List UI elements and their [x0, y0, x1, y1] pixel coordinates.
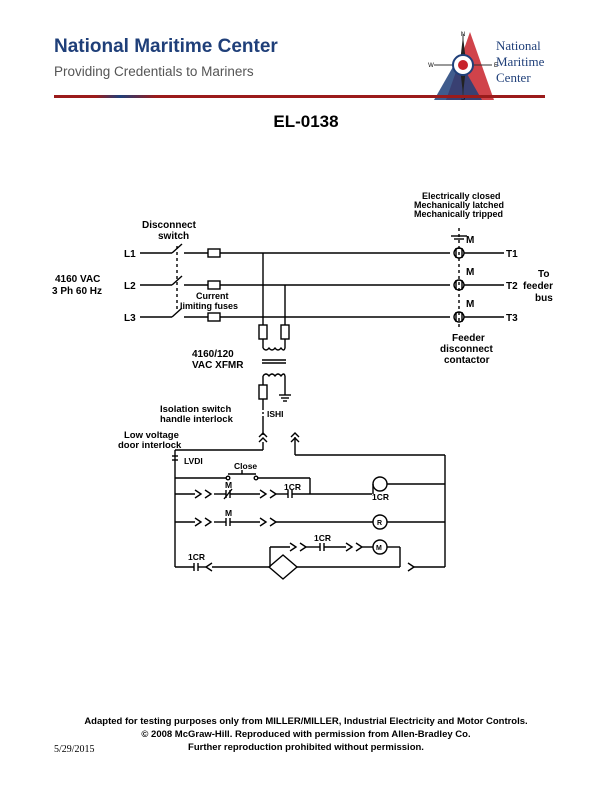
- footer-credits: Adapted for testing purposes only from M…: [0, 715, 612, 754]
- header-rule-accent: [96, 95, 156, 98]
- compass-e: E: [494, 63, 498, 69]
- cr1-contact-3-label: 1CR: [188, 552, 205, 562]
- feeder-2: disconnect: [440, 344, 493, 355]
- cr1-contact-2-label: 1CR: [314, 533, 331, 543]
- contactor-note-3: Mechanically tripped: [414, 209, 503, 219]
- footer-line-1: Adapted for testing purposes only from M…: [84, 716, 528, 727]
- footer-line-3: Further reproduction prohibited without …: [188, 742, 424, 753]
- contactor-note-1: Electrically closed: [422, 191, 501, 201]
- m-coil-label: M: [376, 545, 382, 552]
- circuit-diagram: Disconnect switch L1 L2 L3 4160 VAC 3 Ph…: [52, 191, 553, 580]
- iso-2: handle interlock: [160, 414, 234, 425]
- m-label-3: M: [466, 299, 474, 310]
- org-subtitle: Providing Credentials to Mariners: [54, 64, 254, 79]
- org-title: National Maritime Center: [54, 36, 278, 57]
- to-label-1: To: [538, 269, 549, 280]
- supply-1: 4160 VAC: [55, 274, 100, 285]
- close-label: Close: [234, 461, 257, 471]
- fuses-2: limiting fuses: [180, 301, 238, 311]
- xfmr-1: 4160/120: [192, 349, 234, 360]
- to-label-3: bus: [535, 293, 553, 304]
- lvdi-label: LVDI: [184, 456, 203, 466]
- logo-line-3: Center: [496, 70, 531, 85]
- m-label-1: M: [466, 235, 474, 246]
- m-label-2: M: [466, 267, 474, 278]
- iso-1: Isolation switch: [160, 404, 231, 415]
- line-l3: L3: [124, 313, 136, 324]
- line-l2: L2: [124, 281, 136, 292]
- footer-line-2: © 2008 McGraw-Hill. Reproduced with perm…: [141, 729, 471, 740]
- cr1-coil-label: 1CR: [372, 492, 389, 502]
- ishi-label: ISHI: [267, 409, 284, 419]
- document-id: EL-0138: [273, 112, 339, 131]
- header-rule: [54, 95, 545, 98]
- feeder-1: Feeder: [452, 333, 485, 344]
- nmc-logo-icon: N S W E: [428, 32, 498, 100]
- disconnect-label-1: Disconnect: [142, 220, 197, 231]
- terminal-t1: T1: [506, 249, 518, 260]
- xfmr-2: VAC XFMR: [192, 360, 244, 371]
- contactor-note-2: Mechanically latched: [414, 200, 504, 210]
- supply-2: 3 Ph 60 Hz: [52, 286, 102, 297]
- logo-line-1: National: [496, 38, 541, 53]
- m-contact-2-label: M: [225, 508, 232, 518]
- lv-1: Low voltage: [124, 430, 179, 441]
- logo-text: National Maritime Center: [496, 38, 544, 86]
- disconnect-label-2: switch: [158, 231, 189, 242]
- compass-s: S: [461, 96, 465, 100]
- terminal-t2: T2: [506, 281, 518, 292]
- fuses-1: Current: [196, 291, 229, 301]
- lv-2: door interlock: [118, 440, 182, 451]
- logo-line-2: Maritime: [496, 54, 545, 69]
- terminal-t3: T3: [506, 313, 518, 324]
- cr1-contact-label: 1CR: [284, 482, 301, 492]
- feeder-3: contactor: [444, 355, 490, 366]
- to-label-2: feeder: [523, 281, 553, 292]
- compass-n: N: [461, 32, 465, 38]
- m-contact-1-label: M: [225, 480, 232, 490]
- line-l1: L1: [124, 249, 136, 260]
- document-date: 5/29/2015: [54, 744, 95, 755]
- compass-w: W: [428, 63, 434, 69]
- r-coil-label: R: [377, 520, 382, 527]
